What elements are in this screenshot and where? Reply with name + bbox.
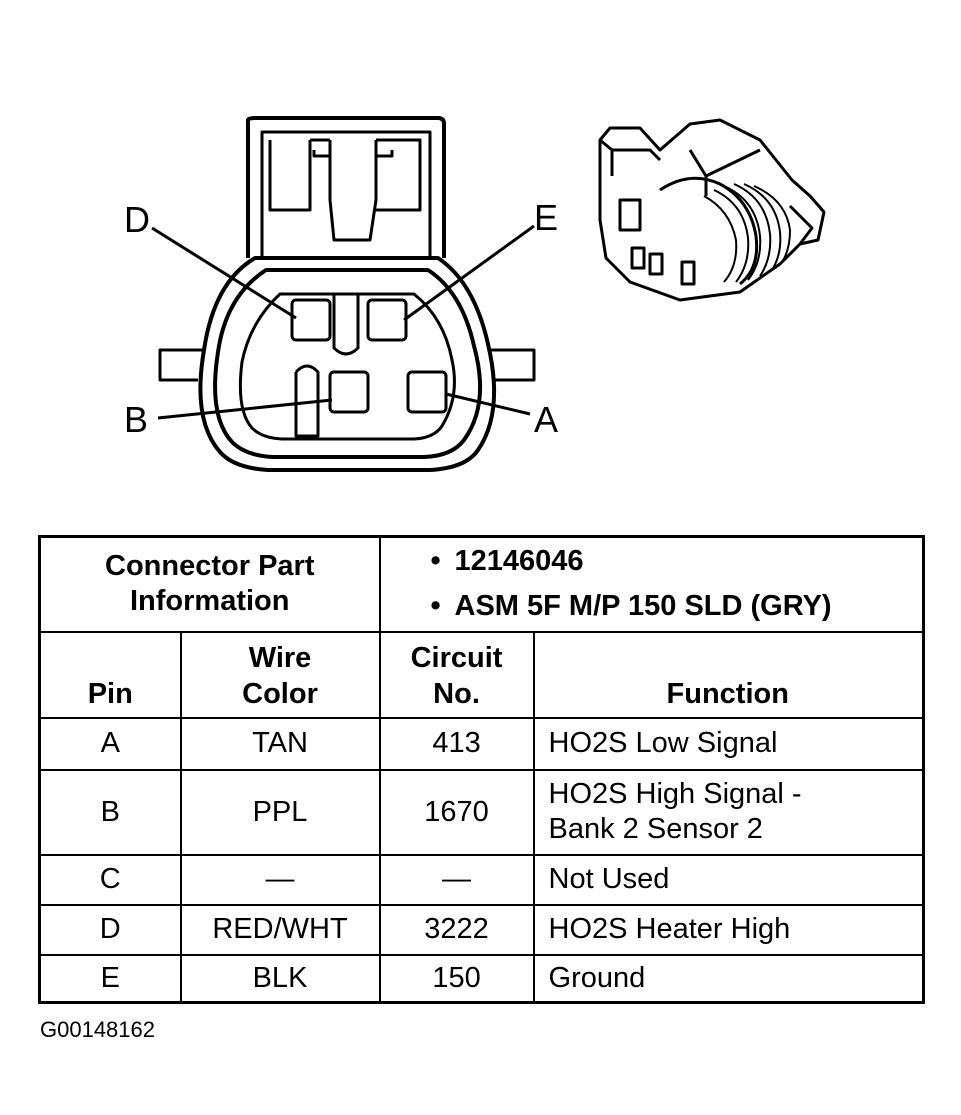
wire-color-cell: RED/WHT bbox=[179, 903, 381, 956]
pin-cell: A bbox=[38, 716, 182, 771]
function-cell: Not Used bbox=[532, 853, 925, 906]
table-row: A TAN 413 HO2S Low Signal bbox=[38, 716, 925, 771]
circuit-cell: 413 bbox=[378, 716, 535, 771]
circuit-cell: 1670 bbox=[378, 768, 535, 856]
pinout-table: Connector Part Information •12146046 •AS… bbox=[38, 535, 926, 1004]
wire-color-cell: TAN bbox=[179, 716, 381, 771]
table-row: B PPL 1670 HO2S High Signal -Bank 2 Sens… bbox=[38, 768, 925, 856]
connector-diagram: D E B A bbox=[124, 116, 826, 472]
part-number: •12146046 bbox=[430, 545, 584, 578]
circuit-cell: 3222 bbox=[378, 903, 535, 956]
col-header-function: Function bbox=[532, 630, 925, 719]
connector-info-row: Connector Part Information •12146046 •AS… bbox=[38, 535, 925, 633]
pin-label-b: B bbox=[124, 399, 148, 440]
pin-cell: B bbox=[38, 768, 182, 856]
circuit-cell: — bbox=[378, 853, 535, 906]
function-cell: HO2S Heater High bbox=[532, 903, 925, 956]
pin-cell: D bbox=[38, 903, 182, 956]
table-row: D RED/WHT 3222 HO2S Heater High bbox=[38, 903, 925, 956]
table-row: E BLK 150 Ground bbox=[38, 953, 925, 1004]
circuit-cell: 150 bbox=[378, 953, 535, 1004]
col-header-pin: Pin bbox=[38, 630, 182, 719]
connector-part-header: Connector Part Information bbox=[38, 535, 381, 633]
connector-side-view bbox=[598, 118, 826, 302]
function-cell: HO2S Low Signal bbox=[532, 716, 925, 771]
wire-color-cell: — bbox=[179, 853, 381, 906]
table-row: C — — Not Used bbox=[38, 853, 925, 906]
part-description: •ASM 5F M/P 150 SLD (GRY) bbox=[430, 590, 832, 623]
connector-face-view bbox=[151, 116, 536, 472]
function-cell: Ground bbox=[532, 953, 925, 1004]
wire-color-cell: BLK bbox=[179, 953, 381, 1004]
pin-label-a: A bbox=[534, 399, 558, 440]
function-cell: HO2S High Signal -Bank 2 Sensor 2 bbox=[532, 768, 925, 856]
pin-cell: C bbox=[38, 853, 182, 906]
wire-color-cell: PPL bbox=[179, 768, 381, 856]
pin-label-d: D bbox=[124, 199, 150, 240]
figure-id: G00148162 bbox=[40, 1017, 155, 1042]
connector-part-values: •12146046 •ASM 5F M/P 150 SLD (GRY) bbox=[378, 535, 925, 633]
pin-cell: E bbox=[38, 953, 182, 1004]
pin-label-e: E bbox=[534, 197, 558, 238]
